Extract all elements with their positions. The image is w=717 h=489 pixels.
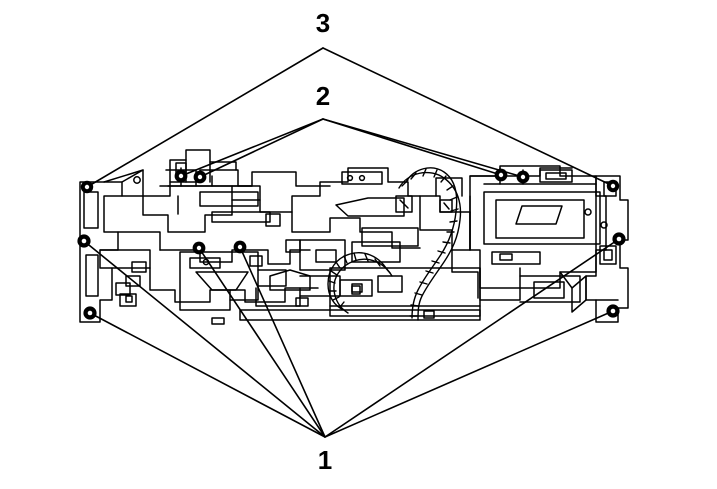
leader-group-3 [86, 47, 614, 188]
bolt-left-upper-inner-b [193, 170, 207, 184]
bolt-left-upper-outer [80, 180, 94, 194]
callout-labels: 3 2 1 [316, 8, 332, 475]
fastener-heads [77, 168, 626, 320]
bolt-right-upper-outer [606, 179, 620, 193]
corrugated-hose-upper [398, 167, 462, 321]
bolt-left-upper-inner-a [174, 169, 188, 183]
bolt-left-mid [77, 234, 91, 248]
center-crossmember [255, 167, 471, 307]
glovebox-frame [239, 267, 481, 321]
callout-label-2: 2 [316, 81, 330, 111]
left-duct-housing [119, 149, 319, 307]
leader-group-2 [180, 118, 524, 178]
leader-lines [83, 47, 620, 438]
bolt-right-lower [606, 304, 620, 318]
bolt-left-lower [83, 306, 97, 320]
bolt-right-upper-inner-b [516, 170, 530, 184]
bolt-center-left-a [192, 241, 206, 255]
left-end-bracket [79, 169, 161, 323]
corrugated-hose-lower [327, 252, 393, 314]
bolt-right-mid [612, 232, 626, 246]
steering-column-support [179, 251, 287, 311]
callout-label-3: 3 [316, 8, 330, 38]
bolt-center-left-b [233, 240, 247, 254]
callout-label-1: 1 [318, 445, 332, 475]
misc-hardware [211, 213, 361, 325]
bolt-right-upper-inner-a [494, 168, 508, 182]
instrument-panel-carrier-assembly [79, 149, 629, 325]
right-end-bracket [559, 175, 629, 323]
